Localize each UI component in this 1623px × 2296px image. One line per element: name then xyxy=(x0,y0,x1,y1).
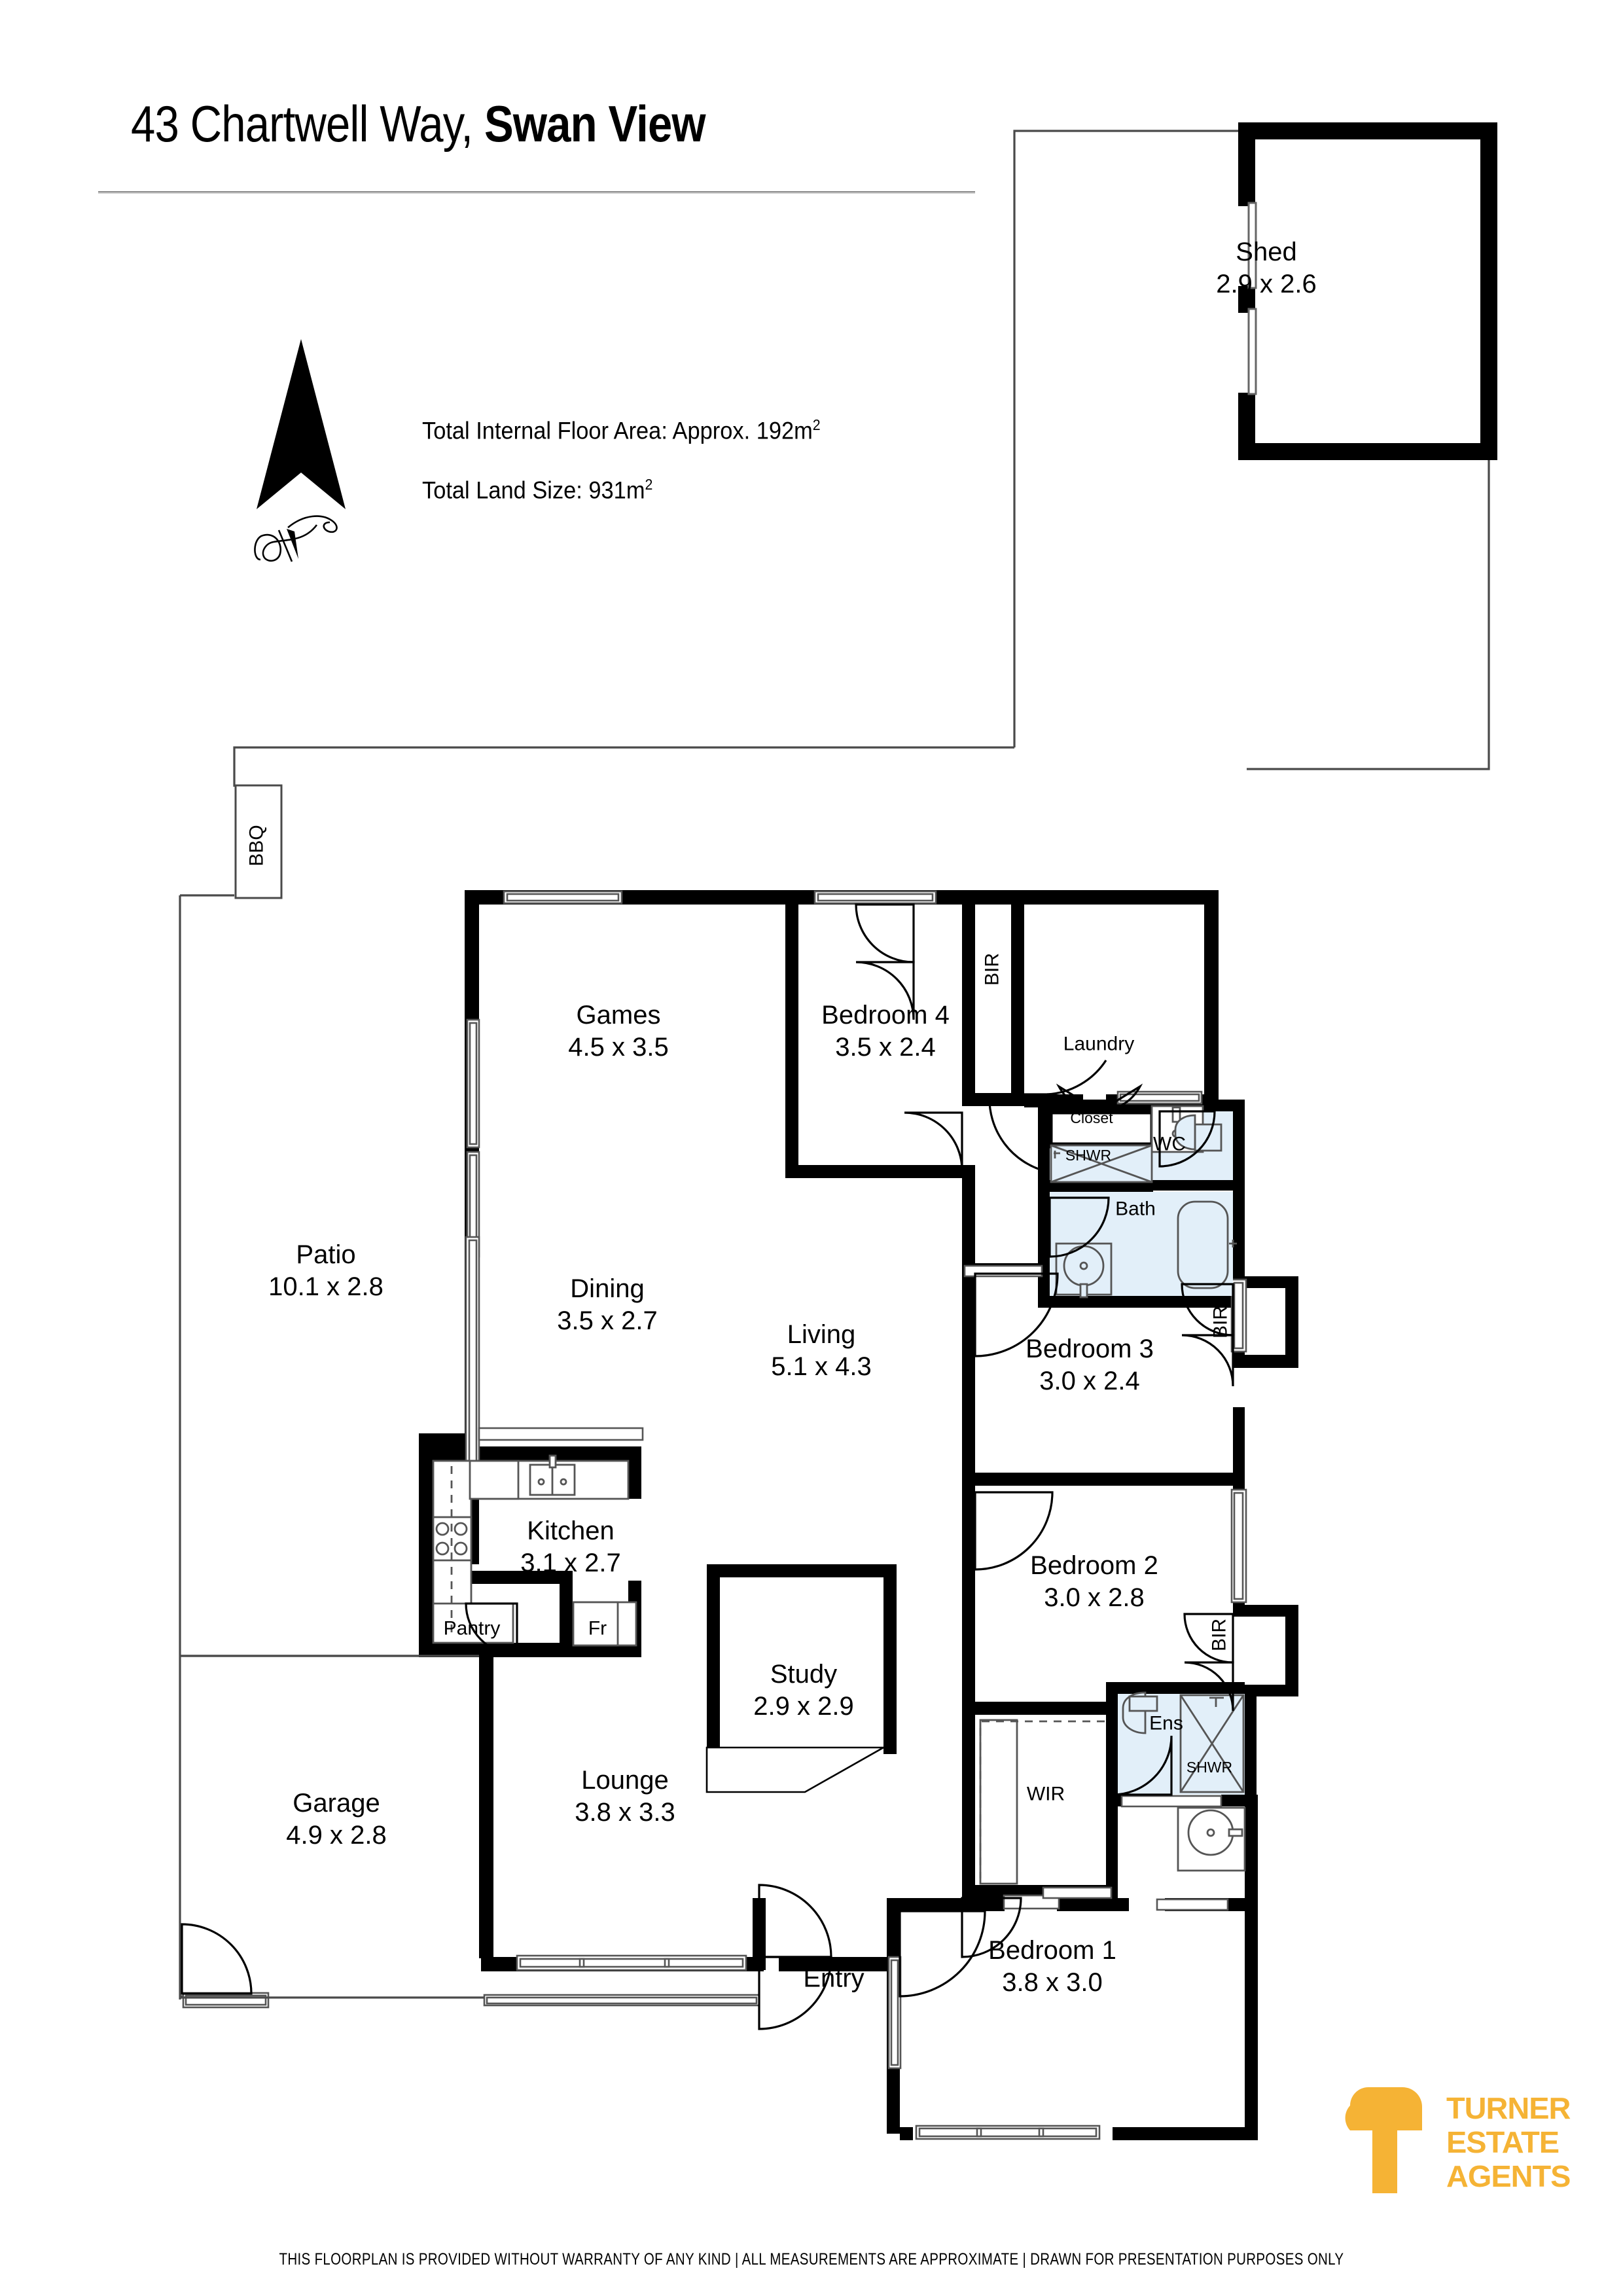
title-suburb: Swan View xyxy=(484,95,706,152)
fixtures xyxy=(432,1105,1246,1885)
brand-logo: TURNER ESTATE AGENTS xyxy=(1345,2085,1580,2202)
floor-area-info: Total Internal Floor Area: Approx. 192m2 xyxy=(422,416,821,444)
shed-structure xyxy=(1238,122,1497,460)
outdoor-outlines xyxy=(180,1655,484,1999)
brand-line-2: ESTATE xyxy=(1446,2125,1559,2159)
disclaimer-footer: THIS FLOORPLAN IS PROVIDED WITHOUT WARRA… xyxy=(279,2250,1344,2269)
site-boundary-lines xyxy=(179,130,1490,2000)
title-divider xyxy=(98,191,975,194)
house-walls xyxy=(419,890,1298,2140)
land-size-info: Total Land Size: 931m2 xyxy=(422,476,653,504)
windows xyxy=(182,890,1247,2140)
brand-line-3: AGENTS xyxy=(1446,2159,1570,2193)
door-swings xyxy=(181,903,1234,2030)
bbq-structure xyxy=(234,784,283,899)
closet-box xyxy=(1046,1108,1156,1149)
title-street: 43 Chartwell Way, xyxy=(131,95,484,152)
compass-north-icon xyxy=(249,334,353,563)
brand-line-1: TURNER xyxy=(1446,2091,1571,2125)
page-title: 43 Chartwell Way, Swan View xyxy=(131,95,706,152)
